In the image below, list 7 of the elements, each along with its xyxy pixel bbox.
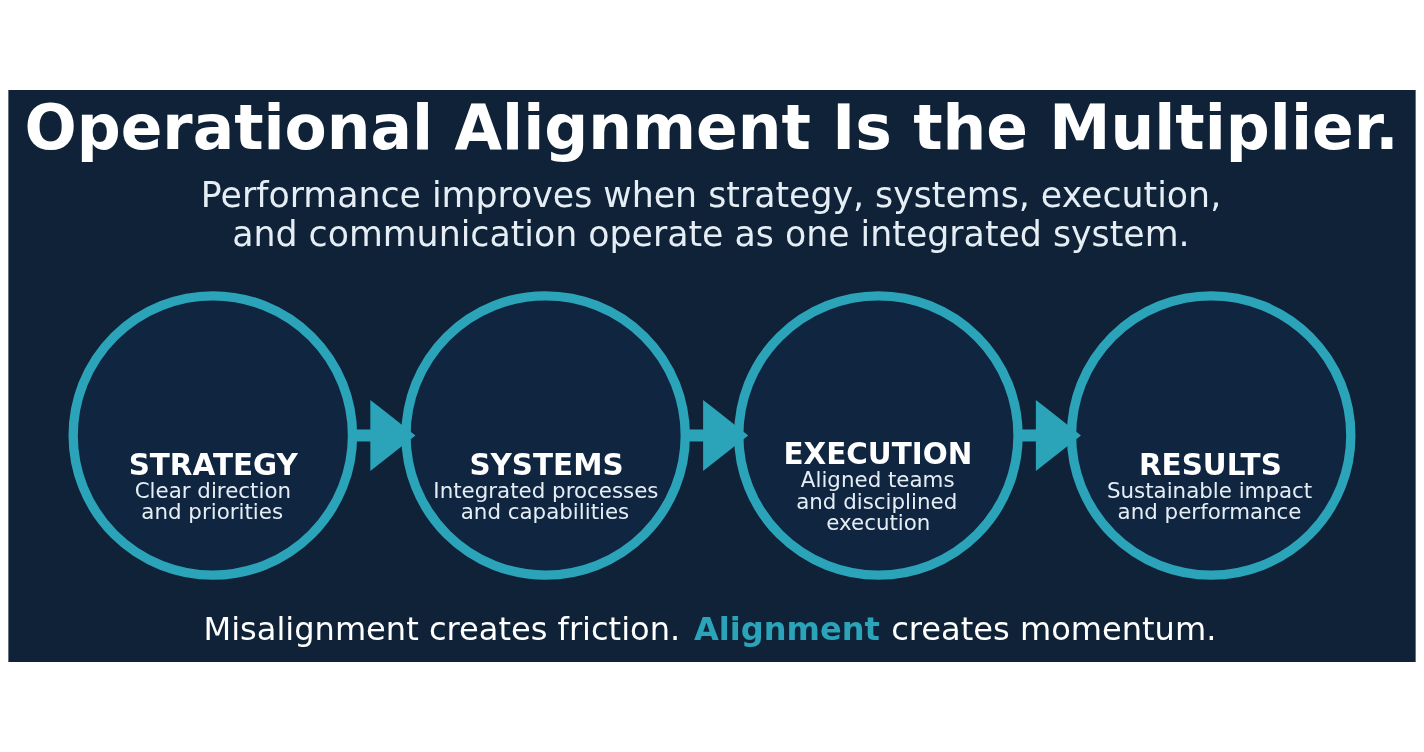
caption: Misalignment creates friction. Alignment creates momentum. — [203, 609, 1217, 648]
diagram-title: Operational Alignment Is the Multiplier. — [24, 91, 1399, 163]
node-circle: EXECUTION Aligned teams and disciplined execution — [734, 291, 1023, 580]
node-circle: RESULTS Sustainable impact and performance — [1066, 291, 1356, 580]
node-circle: STRATEGY Clear direction and priorities — [68, 291, 358, 580]
label: Performance improves when strategy, systems, execution, and communication operate as one integrated system. — [200, 175, 1222, 255]
node-circle: SYSTEMS Integrated processes and capabilities — [401, 291, 690, 580]
